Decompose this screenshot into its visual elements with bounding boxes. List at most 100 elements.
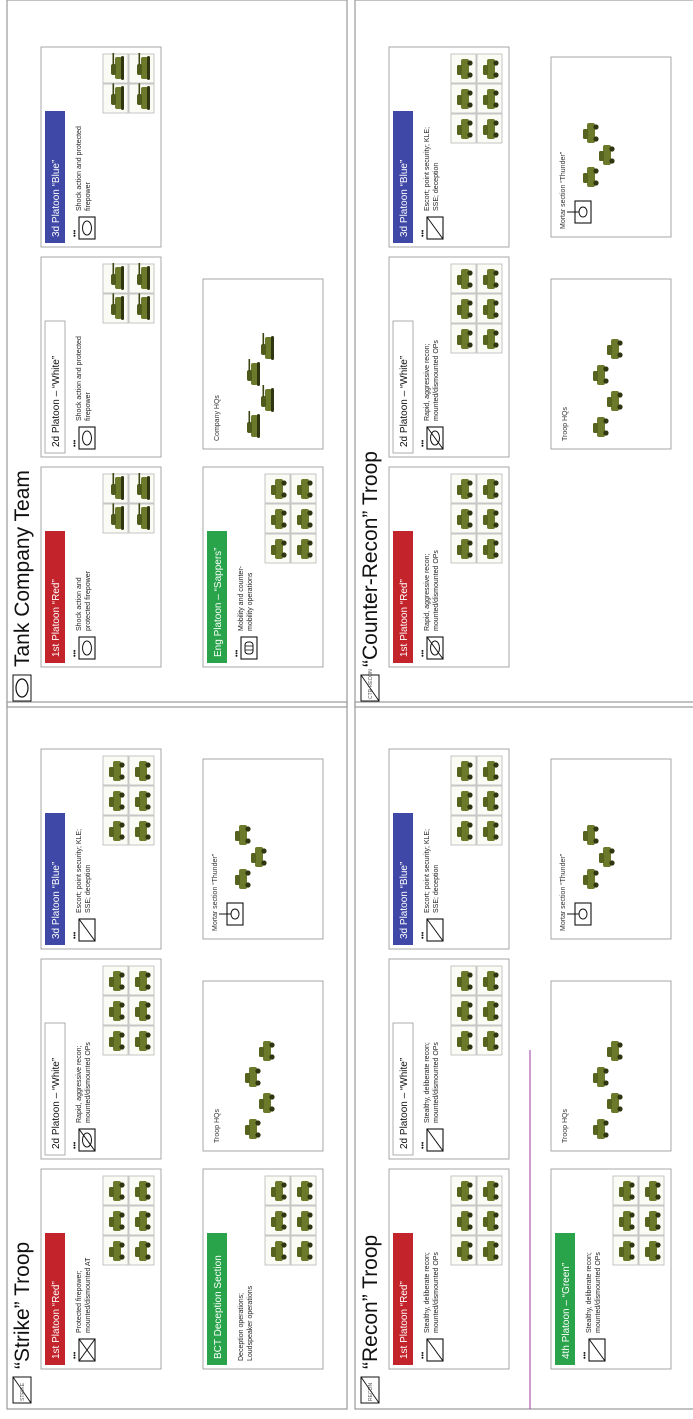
troop-title: “Recon” Troop: [359, 1235, 382, 1369]
vehicle-icon: [619, 1241, 635, 1261]
vehicle-icon: [583, 825, 599, 845]
unit-symbol-icon: •••: [72, 216, 96, 240]
unit-symbol-icon: •••: [420, 636, 444, 660]
tank-icon: [137, 53, 150, 80]
platoon-description: Shock action and: [76, 577, 83, 631]
vehicle-icon: [271, 1241, 287, 1261]
vehicle-icon: [483, 971, 499, 991]
platoon-banner-label: 2d Platoon – “White”: [399, 356, 410, 447]
platoon-description: SSE; deception: [85, 865, 92, 913]
vehicle-icon: [607, 1041, 623, 1061]
vehicle-icon: [483, 539, 499, 559]
platoon-description: mounted/dismounted OPs: [433, 340, 440, 421]
vehicle-icon: [457, 1001, 473, 1021]
vehicle-icon: [457, 299, 473, 319]
vehicle-icon: [297, 539, 313, 559]
hq-label: Troop HQs: [562, 407, 569, 441]
platoon-banner-label: 3d Platoon “Blue”: [51, 160, 62, 237]
platoon-description: Escort; point security; KLE;: [424, 829, 431, 913]
vehicle-icon: [457, 1211, 473, 1231]
vehicle-icon: [607, 1093, 623, 1113]
unit-symbol-icon: •••: [72, 1128, 96, 1152]
vehicle-icon: [135, 1211, 151, 1231]
svg-text:•••: •••: [420, 1141, 427, 1149]
vehicle-icon: [457, 971, 473, 991]
mortar-symbol-icon: [567, 902, 592, 926]
vehicle-icon: [457, 1181, 473, 1201]
vehicle-icon: [645, 1241, 661, 1261]
platoon-banner: [45, 531, 65, 663]
vehicle-icon: [297, 1181, 313, 1201]
unit-symbol-icon: •••: [420, 216, 444, 240]
vehicle-icon: [109, 1001, 125, 1021]
platoon-banner-label: 3d Platoon “Blue”: [399, 862, 410, 939]
unit-symbol-icon: •••: [72, 426, 96, 450]
vehicle-icon: [259, 1041, 275, 1061]
vehicle-icon: [109, 971, 125, 991]
tank-icon: [137, 83, 150, 110]
quadrant-frame: [6, 701, 348, 1410]
platoon-banner: [44, 320, 66, 454]
platoon-description: Stealthy, deliberate recon;: [586, 1252, 593, 1333]
svg-text:•••: •••: [420, 931, 427, 939]
mortar-label: Mortar section “Thunder”: [560, 853, 567, 931]
vehicle-icon: [619, 1211, 635, 1231]
platoon-description: firepower: [85, 392, 92, 421]
vehicle-icon: [483, 761, 499, 781]
vehicle-icon: [457, 329, 473, 349]
vehicle-icon: [599, 847, 615, 867]
hq-section: Company HQs: [202, 278, 324, 450]
svg-text:•••: •••: [72, 229, 79, 237]
platoon-banner-label: 2d Platoon – “White”: [51, 1058, 62, 1149]
vehicle-icon: [109, 1181, 125, 1201]
vehicle-icon: [619, 1181, 635, 1201]
vehicle-icon: [593, 417, 609, 437]
platoon-banner: [207, 531, 227, 663]
platoon-description: mounted/dismounted OPs: [433, 550, 440, 631]
mortar-label: Mortar section “Thunder”: [560, 151, 567, 229]
vehicle-icon: [645, 1211, 661, 1231]
platoon-panel: 1st Platoon “Red”•••Stealthy, deliberate…: [388, 1168, 510, 1370]
svg-text:•••: •••: [420, 439, 427, 447]
platoon-panel: 3d Platoon “Blue”•••Escort; point securi…: [388, 46, 510, 248]
platoon-banner-label: 4th Platoon – “Green”: [561, 1263, 572, 1359]
mortar-section: Mortar section “Thunder”: [202, 758, 324, 940]
platoon-banner: [45, 111, 65, 243]
platoon-description: Shock action and protected: [76, 336, 83, 421]
platoon-panel: 2d Platoon – “White”•••Shock action and …: [40, 256, 162, 458]
tank-icon: [247, 411, 260, 438]
svg-text:•••: •••: [72, 649, 79, 657]
tank-icon: [137, 263, 150, 290]
platoon-banner: [44, 1022, 66, 1156]
vehicle-icon: [109, 1211, 125, 1231]
unit-symbol-icon: •••: [420, 1338, 444, 1362]
svg-text:•••: •••: [420, 649, 427, 657]
hq-section: Troop HQs: [550, 278, 672, 450]
vehicle-icon: [271, 1211, 287, 1231]
tank-icon: [137, 503, 150, 530]
quadrant-frame: [354, 0, 693, 708]
vehicle-icon: [457, 269, 473, 289]
vehicle-icon: [457, 821, 473, 841]
unit-emblem-icon: STRIKE: [12, 1376, 32, 1404]
tank-icon: [261, 385, 274, 412]
hq-section: Troop HQs: [550, 980, 672, 1152]
mortar-symbol-icon: [219, 902, 244, 926]
vehicle-icon: [135, 1241, 151, 1261]
vehicle-icon: [245, 1119, 261, 1139]
platoon-panel: 3d Platoon “Blue” ••• Escort; point securi…: [388, 748, 510, 950]
svg-text:•••: •••: [420, 229, 427, 237]
unit-symbol-icon: •••: [582, 1338, 606, 1362]
tank-icon: [111, 263, 124, 290]
vehicle-icon: [483, 329, 499, 349]
vehicle-icon: [593, 365, 609, 385]
platoon-banner: [393, 531, 413, 663]
vehicle-icon: [297, 509, 313, 529]
vehicle-icon: [483, 1241, 499, 1261]
unit-symbol-icon: •••: [234, 636, 258, 660]
vehicle-icon: [483, 89, 499, 109]
